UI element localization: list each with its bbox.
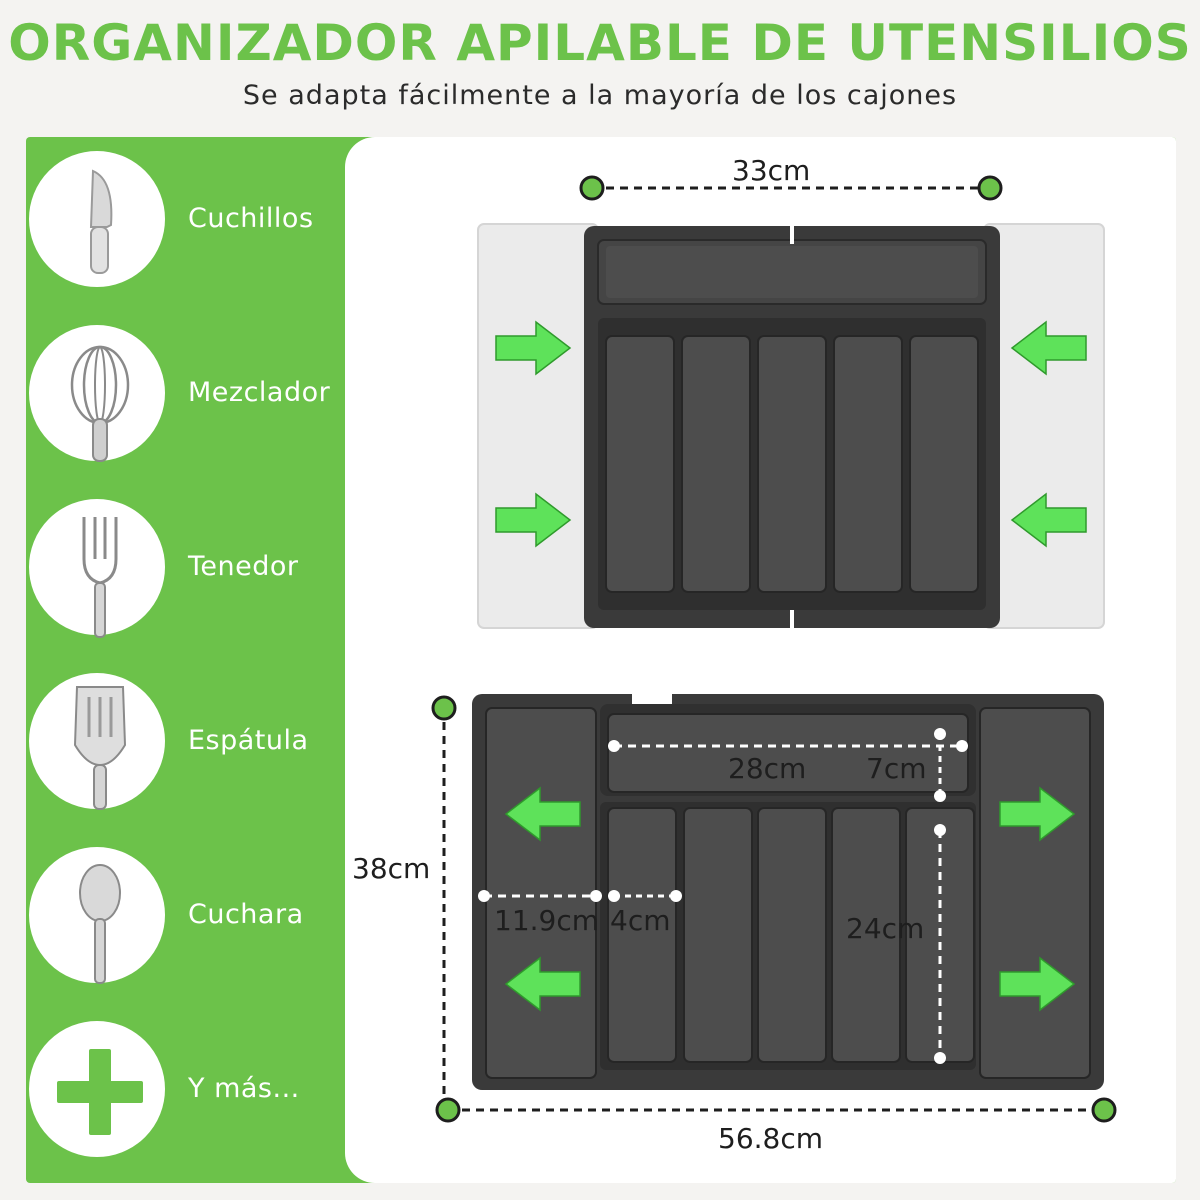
dimension-side-width: 11.9cm	[494, 904, 600, 937]
sidebar-item-label: Y más...	[188, 1073, 300, 1104]
dimension-depth: 38cm	[352, 852, 431, 885]
whisk-icon	[26, 322, 168, 464]
page-title: ORGANIZADOR APILABLE DE UTENSILIOS	[8, 14, 1192, 72]
dimension-slot-length: 24cm	[846, 912, 925, 945]
page-subtitle: Se adapta fácilmente a la mayoría de los…	[242, 80, 958, 111]
dimension-closed-width: 33cm	[732, 154, 811, 187]
knife-icon	[26, 148, 168, 290]
fork-icon	[26, 496, 168, 638]
sidebar-item-label: Espátula	[188, 725, 309, 756]
sidebar-item-label: Cuchillos	[188, 203, 314, 234]
dimension-top-width: 7cm	[866, 752, 927, 785]
sidebar-item-label: Mezclador	[188, 377, 331, 408]
dimension-slot-width: 4cm	[610, 904, 671, 937]
plus-icon	[26, 1018, 168, 1160]
spatula-icon	[26, 670, 168, 812]
sidebar-item-label: Cuchara	[188, 899, 304, 930]
dimension-top-length: 28cm	[728, 752, 807, 785]
dimension-open-width: 56.8cm	[718, 1122, 824, 1155]
sidebar-item-label: Tenedor	[188, 551, 299, 582]
spoon-icon	[26, 844, 168, 986]
